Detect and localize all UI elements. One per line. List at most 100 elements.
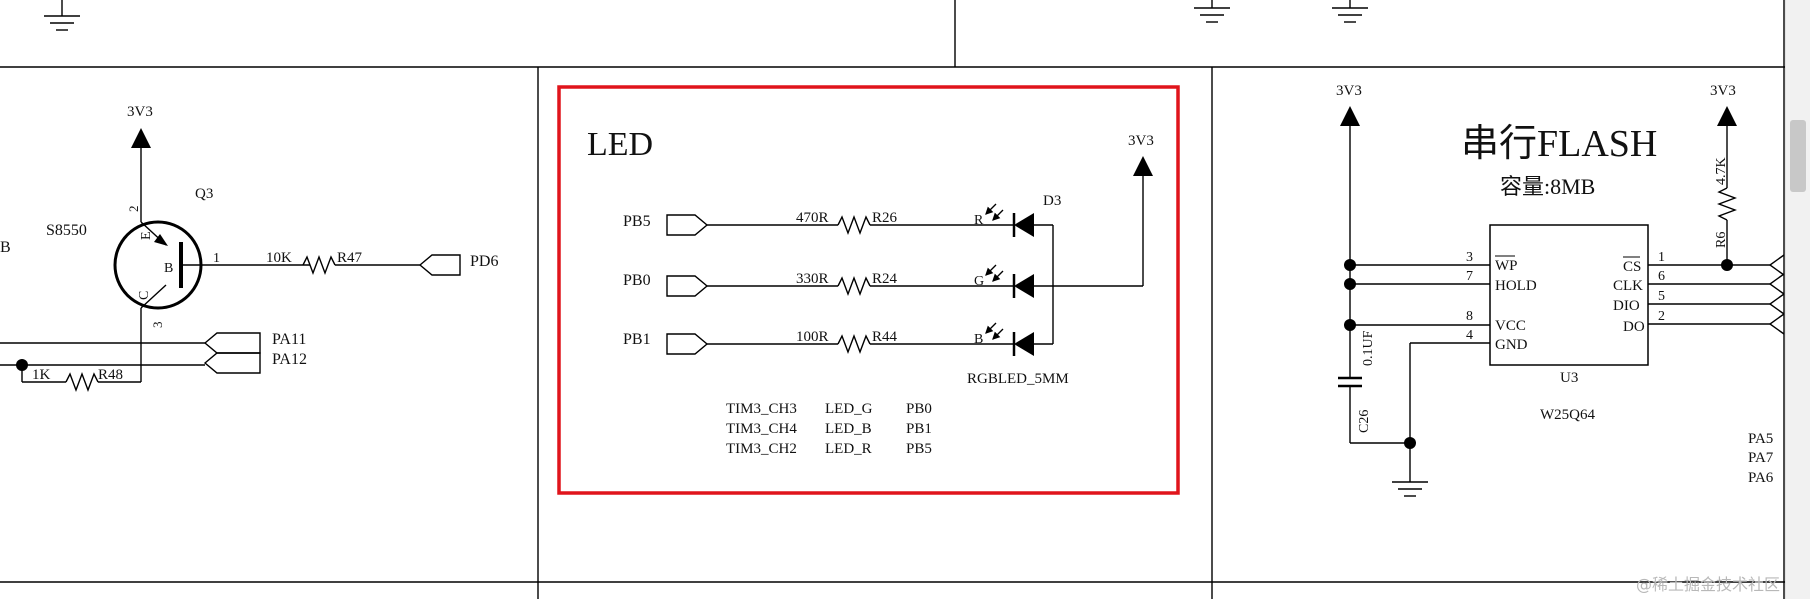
pin-vcc-label: VCC	[1495, 318, 1526, 334]
r47-label: R47	[337, 250, 363, 266]
pin-cs-label: CS	[1623, 259, 1641, 275]
pa11-label: PA11	[272, 331, 306, 348]
pin-5-label: 5	[1658, 289, 1665, 304]
pin-gnd-label: GND	[1495, 337, 1528, 353]
d3-label: D3	[1043, 193, 1061, 209]
resistor-1k-label: 1K	[32, 367, 51, 383]
pd6-label: PD6	[470, 253, 498, 270]
junction-dot	[1721, 259, 1733, 271]
port-pb5	[666, 214, 709, 236]
w25q64-label: W25Q64	[1540, 407, 1595, 423]
tim-row-3-col-1: TIM3_CH2	[726, 441, 797, 457]
ground-symbol	[1194, 0, 1230, 23]
tim-row-2-col-3: PB1	[906, 421, 932, 437]
resistor-r47-symbol	[302, 255, 336, 275]
pin-1-label: 1	[213, 251, 220, 266]
resistor-470r-label: 470R	[796, 210, 829, 226]
flash-3v3-label-right: 3V3	[1710, 83, 1736, 99]
ground-symbol	[44, 0, 80, 31]
resistor-r6-symbol	[1717, 187, 1737, 221]
ground-symbol	[1332, 0, 1368, 23]
tim-row-3-col-2: LED_R	[825, 441, 872, 457]
s8550-label: S8550	[46, 222, 87, 239]
pin-2-label: 2	[1658, 309, 1665, 324]
pin-1-label: 1	[1658, 250, 1665, 265]
pb1-label: PB1	[623, 331, 651, 348]
flash-3v3-label: 3V3	[1336, 83, 1362, 99]
led-g-label: G	[974, 274, 984, 289]
pin-4-label: 4	[1466, 328, 1473, 343]
led-b-label: B	[974, 332, 983, 347]
pin-6-label: 6	[1658, 269, 1665, 284]
tim-mapping-table: TIM3_CH3 LED_G PB0 TIM3_CH4 LED_B PB1 TI…	[726, 401, 932, 457]
resistor-r26-symbol	[837, 215, 871, 235]
led-3v3-label: 3V3	[1128, 133, 1154, 149]
r24-label: R24	[872, 271, 898, 287]
flash-circuit: 3V3 3V3 4.7K R6 串行FLASH 容量:8MB 3 7 8 4 W…	[1336, 83, 1785, 497]
pb5-label: PB5	[623, 213, 651, 230]
pa12-label: PA12	[272, 351, 307, 368]
pa5-label: PA5	[1748, 431, 1773, 447]
pin-hold-label: HOLD	[1495, 278, 1537, 294]
tim-row-1-col-1: TIM3_CH3	[726, 401, 797, 417]
port-pa11	[203, 332, 261, 354]
pin-3-label: 3	[150, 322, 165, 329]
pin-dio-label: DIO	[1613, 298, 1640, 314]
power-arrow-icon	[131, 128, 151, 148]
watermark: @稀土掘金技术社区	[1635, 575, 1780, 594]
resistor-r44-symbol	[837, 334, 871, 354]
port-pd6	[418, 254, 461, 276]
flash-title: 串行FLASH	[1461, 123, 1657, 165]
pin-clk-label: CLK	[1613, 278, 1643, 294]
pin-e-label: E	[139, 231, 154, 240]
led-highlight-box	[557, 85, 1180, 495]
left-b-label: B	[0, 239, 11, 256]
tim-row-2-col-1: TIM3_CH4	[726, 421, 797, 437]
tim-row-1-col-3: PB0	[906, 401, 932, 417]
tim-row-1-col-2: LED_G	[825, 401, 873, 417]
led-diode-blue-icon	[1014, 332, 1034, 356]
tim-row-3-col-3: PB5	[906, 441, 932, 457]
port-pb0	[666, 275, 709, 297]
r6-label: R6	[1714, 232, 1729, 248]
pin-do-label: DO	[1623, 319, 1645, 335]
power-arrow-icon	[1133, 156, 1153, 176]
resistor-4k7-label: 4.7K	[1714, 157, 1729, 185]
resistor-r48-symbol	[65, 372, 99, 392]
power-arrow-icon	[1717, 106, 1737, 126]
u3-label: U3	[1560, 370, 1578, 386]
port-pa12	[203, 352, 261, 374]
c26-label: C26	[1357, 410, 1372, 433]
pin-b-label: B	[164, 261, 173, 276]
pb0-label: PB0	[623, 272, 651, 289]
pa7-label: PA7	[1748, 450, 1774, 466]
rgbled-label: RGBLED_5MM	[967, 371, 1069, 387]
r44-label: R44	[872, 329, 898, 345]
resistor-330r-label: 330R	[796, 271, 829, 287]
led-r-label: R	[974, 213, 984, 228]
tim-row-2-col-2: LED_B	[825, 421, 872, 437]
q3-label: Q3	[195, 186, 213, 202]
transistor-circuit: 3V3 Q3 S8550 B 2 E B C 3 1 10K R47 PD6 P…	[0, 104, 498, 392]
port-pb1	[666, 333, 709, 355]
pin-c-label: C	[137, 291, 152, 300]
pin-2-label: 2	[126, 206, 141, 213]
scrollbar-thumb[interactable]	[1790, 120, 1806, 192]
ground-symbol	[1392, 481, 1428, 497]
pin-8-label: 8	[1466, 309, 1473, 324]
resistor-r24-symbol	[837, 276, 871, 296]
led-diode-green-icon	[1014, 274, 1034, 298]
pin-wp-label: WP	[1495, 258, 1518, 274]
power-arrow-icon	[1340, 106, 1360, 126]
led-circuit: LED 3V3 PB5 470R R26 R D3 PB0 330R R24 G	[587, 126, 1154, 457]
pin-7-label: 7	[1466, 269, 1473, 284]
cap-value-label: 0.1UF	[1361, 330, 1376, 366]
pa6-label: PA6	[1748, 470, 1774, 486]
vertical-scrollbar[interactable]	[1785, 0, 1810, 599]
resistor-100r-label: 100R	[796, 329, 829, 345]
r26-label: R26	[872, 210, 898, 226]
resistor-10k-label: 10K	[266, 250, 292, 266]
led-diode-red-icon	[1014, 213, 1034, 237]
